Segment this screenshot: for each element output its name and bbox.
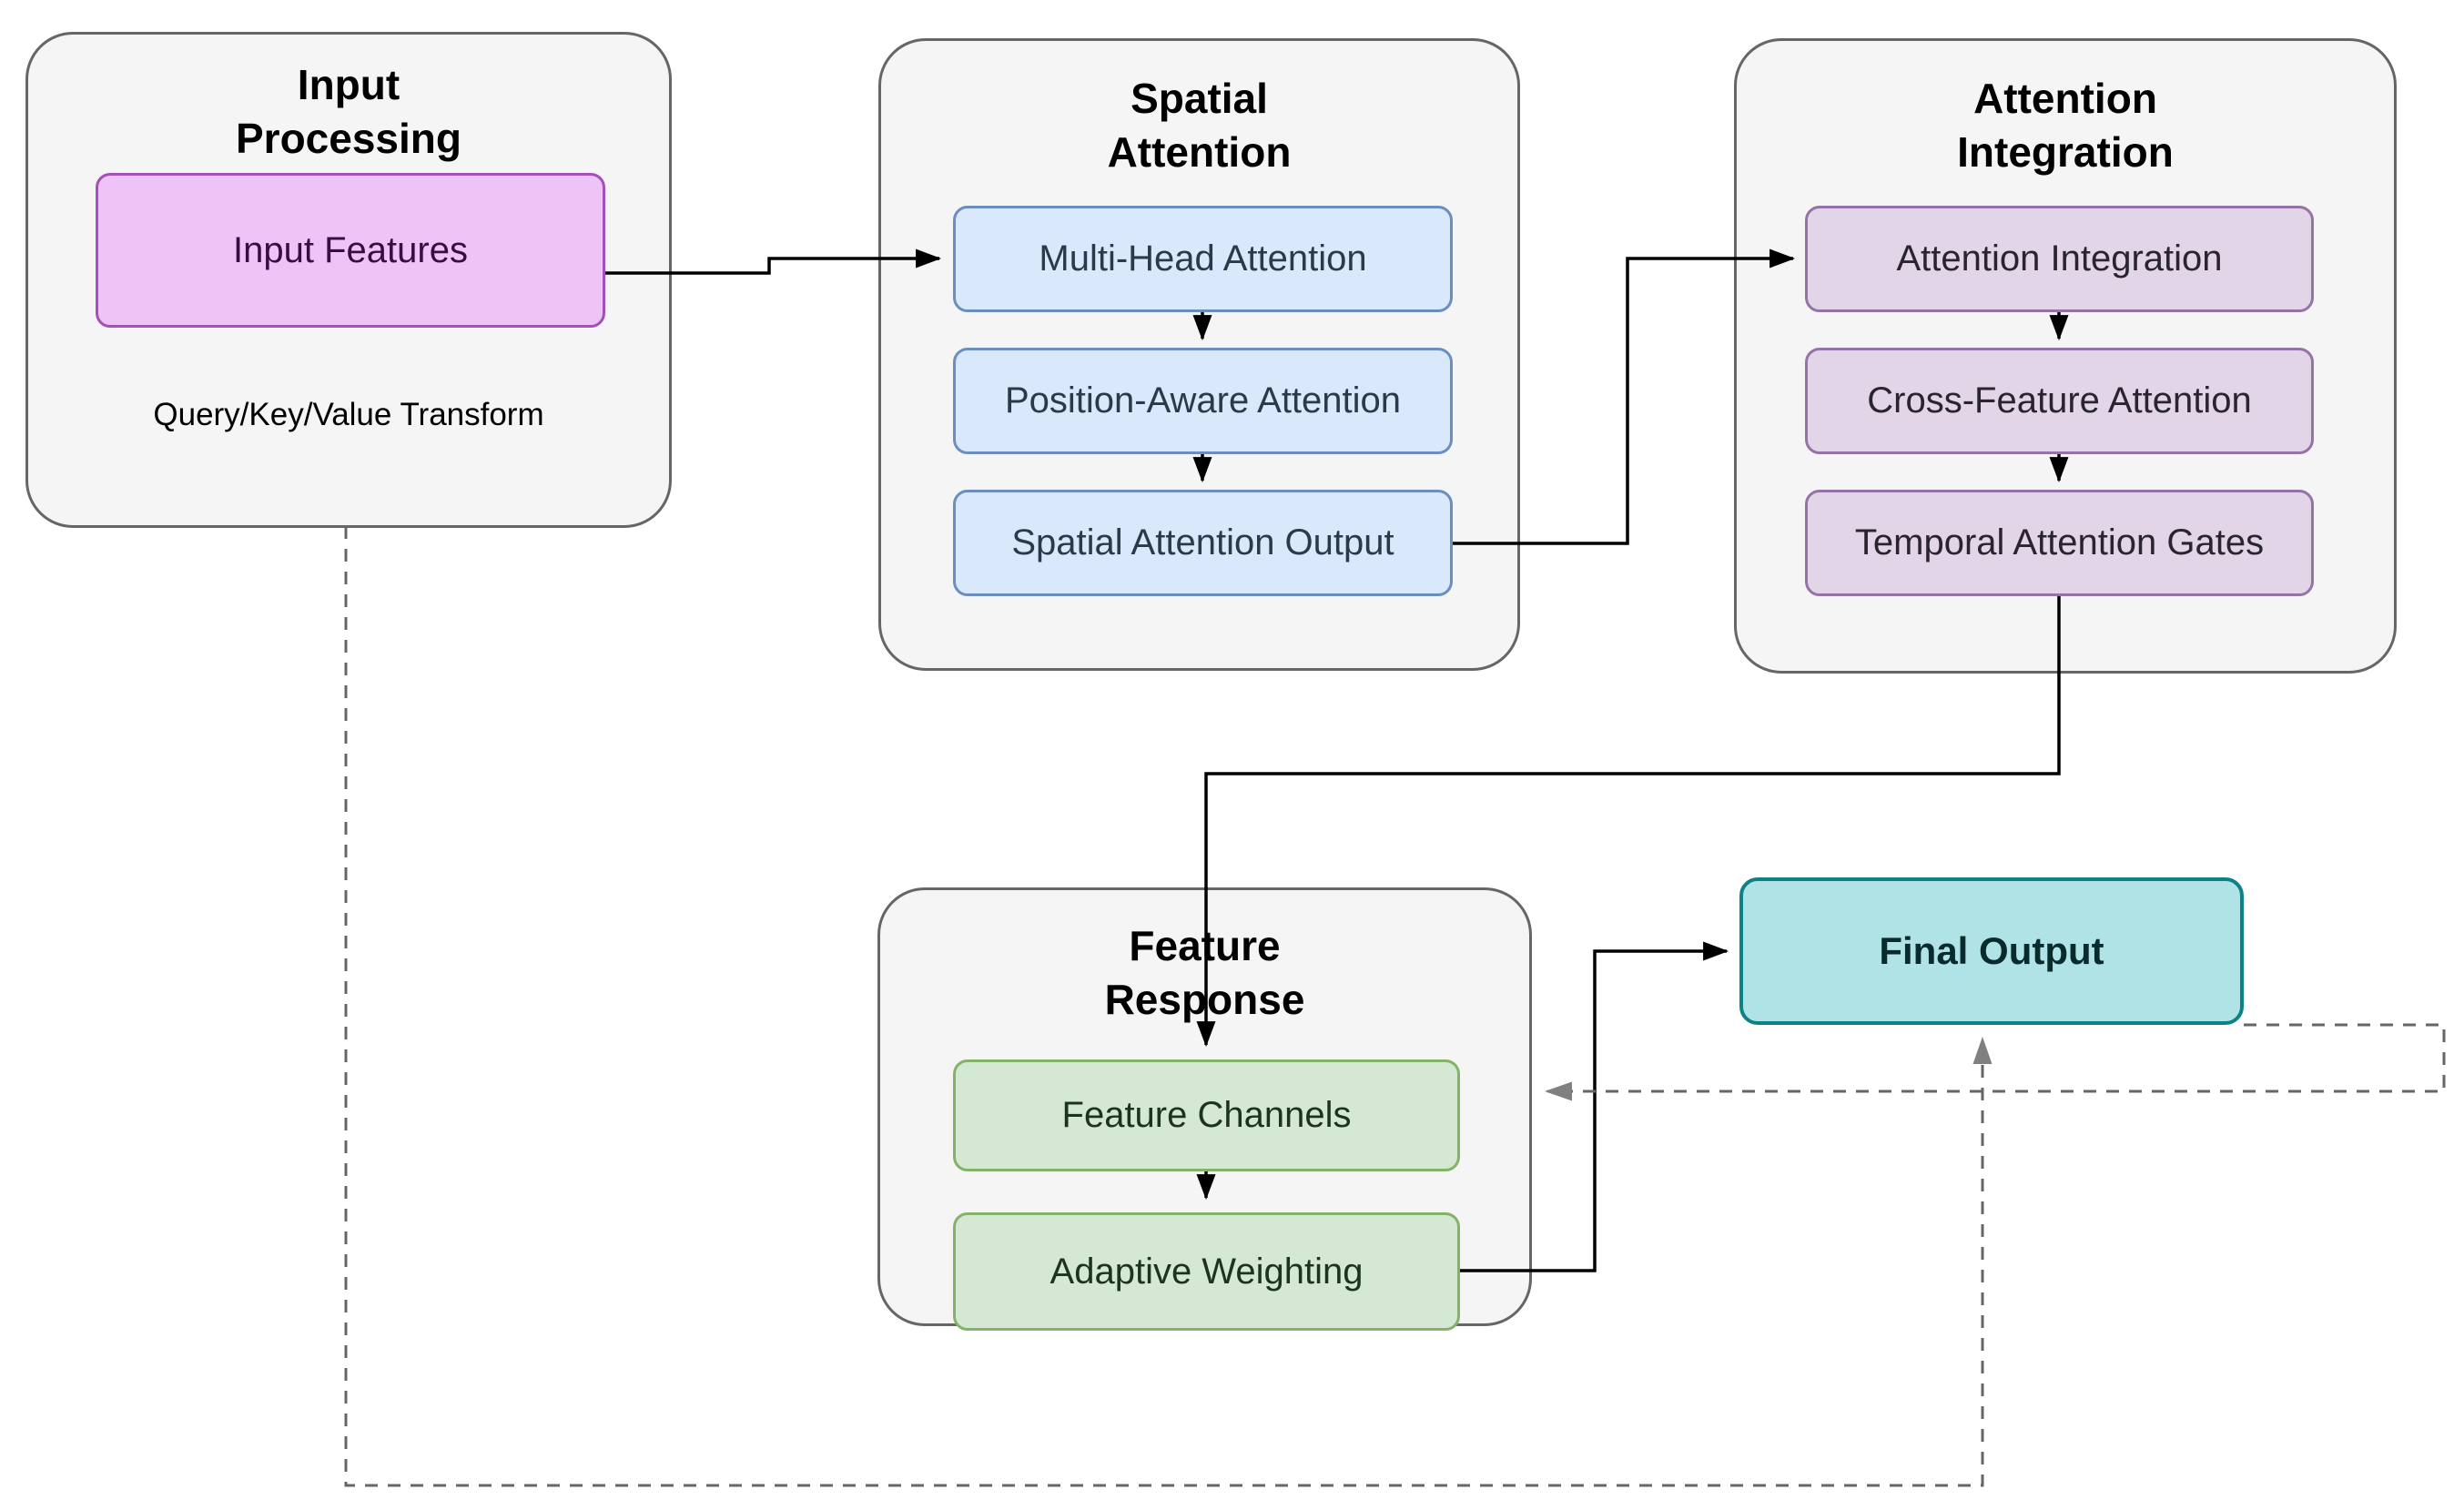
node-temporal-attention-gates-label: Temporal Attention Gates [1854,522,2265,562]
node-feature-channels-label: Feature Channels [1061,1095,1352,1135]
node-cross-feature-attention-label: Cross-Feature Attention [1867,380,2252,421]
node-spatial-attention-output-label: Spatial Attention Output [1011,522,1394,562]
node-temporal-attention-gates: Temporal Attention Gates [1805,490,2314,596]
node-input-features-label: Input Features [233,229,468,270]
group-feature-response-title: Feature Response [1104,922,1305,1023]
node-adaptive-weighting-label: Adaptive Weighting [1049,1251,1364,1292]
node-final-output: Final Output [1739,877,2244,1025]
query-key-value-transform-label: Query/Key/Value Transform [153,397,544,432]
node-position-aware-attention: Position-Aware Attention [953,348,1453,454]
node-adaptive-weighting: Adaptive Weighting [953,1212,1460,1331]
node-spatial-attention-output: Spatial Attention Output [953,490,1453,596]
group-attention-integration-title: Attention Integration [1957,75,2174,176]
node-final-output-label: Final Output [1879,929,2104,972]
node-feature-channels: Feature Channels [953,1059,1460,1171]
node-multi-head-attention-label: Multi-Head Attention [1039,238,1367,279]
group-spatial-attention-title: Spatial Attention [1107,75,1292,176]
edge-feedback-final-output-to-feature-channels [1545,1023,2446,1101]
group-input-processing-title: Input Processing [236,61,461,162]
node-position-aware-attention-label: Position-Aware Attention [1004,380,1402,421]
node-input-features: Input Features [96,173,605,328]
node-attention-integration: Attention Integration [1805,206,2314,312]
node-multi-head-attention: Multi-Head Attention [953,206,1453,312]
node-cross-feature-attention: Cross-Feature Attention [1805,348,2314,454]
node-attention-integration-label: Attention Integration [1896,238,2223,279]
